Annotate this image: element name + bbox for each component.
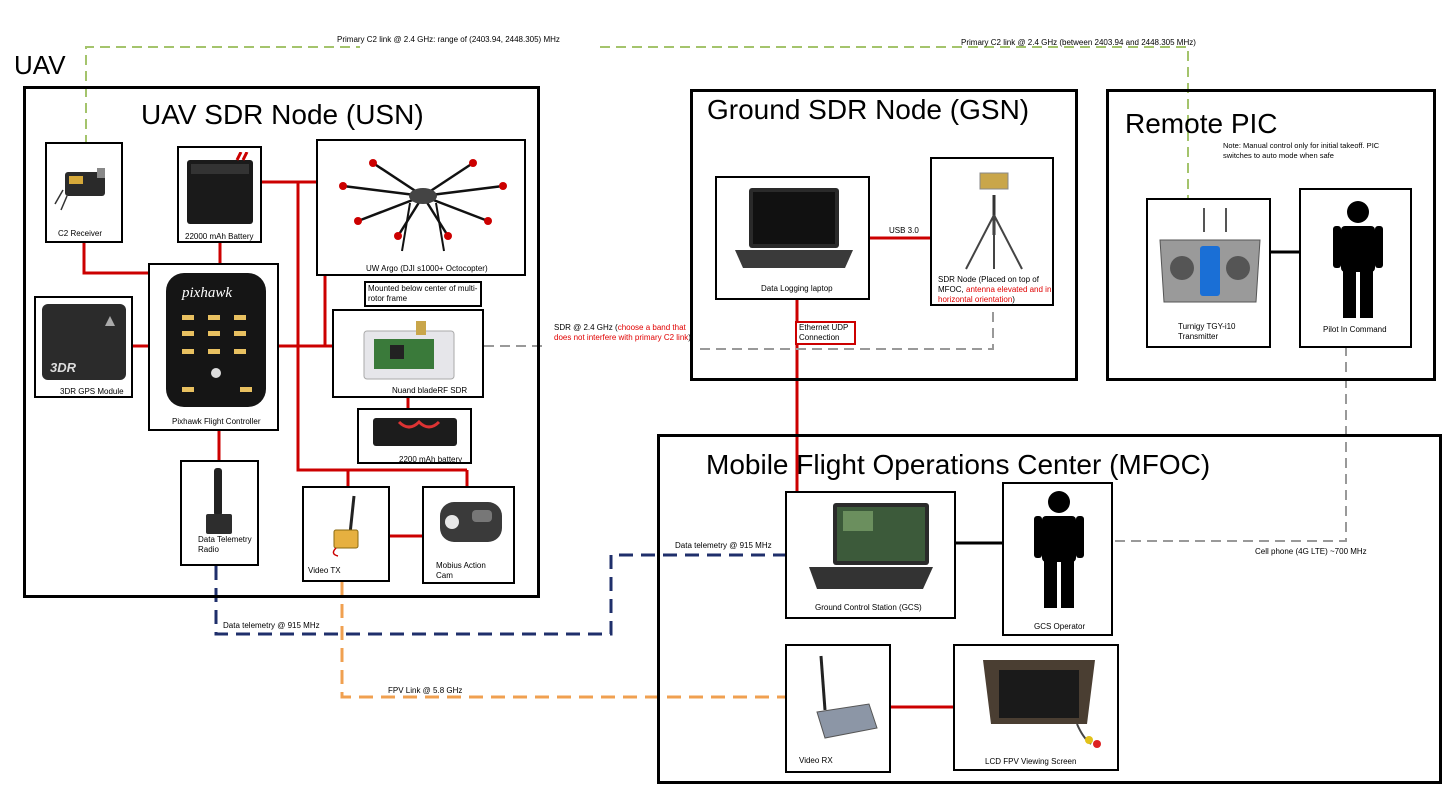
uav-title: UAV — [14, 50, 66, 80]
gsn-title: Ground SDR Node (GSN) — [707, 94, 1030, 125]
pixhawk-card: pixhawk Pixhawk Flight Controller — [148, 263, 279, 431]
telemetry-radio-label: Data Telemetry Radio — [198, 535, 252, 554]
gps-module-icon: 3DR — [42, 304, 126, 380]
person-icon — [1333, 201, 1383, 318]
bladerf-card: Nuand bladeRF SDR — [332, 309, 484, 398]
sdr-link-right — [700, 306, 994, 350]
telemetry-radio-card: Data Telemetry Radio — [180, 460, 259, 566]
battery-2200-label: 2200 mAh battery — [399, 455, 463, 464]
c2-receiver-icon — [54, 168, 105, 211]
video-tx-icon — [332, 495, 359, 557]
pilot-card: Pilot In Command — [1299, 188, 1412, 348]
bladerf-icon — [363, 321, 455, 380]
data-logging-laptop-card: Data Logging laptop — [715, 176, 870, 300]
pilot-label: Pilot In Command — [1323, 325, 1387, 334]
gps-logo: 3DR — [50, 360, 77, 375]
gcs-laptop-icon — [809, 503, 933, 589]
remote-pic-panel: Remote PIC Note: Manual control only for… — [1106, 89, 1436, 381]
telemetry-lower-label: Data telemetry @ 915 MHz — [223, 621, 320, 630]
c2-link-right-label: Primary C2 link @ 2.4 GHz (between 2403.… — [961, 38, 1196, 47]
mfoc-title: Mobile Flight Operations Center (MFOC) — [706, 449, 1211, 480]
wire-battery-bus — [296, 182, 467, 472]
video-tx-label: Video TX — [308, 566, 341, 575]
gps-label: 3DR GPS Module — [60, 387, 124, 396]
sdr-link-label: SDR @ 2.4 GHz (choose a band that does n… — [554, 323, 691, 342]
lcd-screen-icon — [983, 660, 1101, 748]
c2-link-left-label: Primary C2 link @ 2.4 GHz: range of (240… — [337, 35, 560, 44]
lcd-card: LCD FPV Viewing Screen — [953, 644, 1119, 771]
laptop-icon — [735, 188, 853, 268]
mounted-note: Mounted below center of multi-rotor fram… — [364, 281, 482, 307]
octocopter-icon — [339, 159, 507, 252]
pixhawk-logo: pixhawk — [181, 285, 232, 301]
c2-receiver-card: C2 Receiver — [45, 142, 123, 243]
usb-label: USB 3.0 — [889, 226, 919, 235]
video-rx-card: Video RX — [785, 644, 891, 773]
ethernet-label: Ethernet UDP Connection — [795, 321, 856, 345]
transmitter-icon — [1159, 208, 1261, 303]
operator-person-icon — [1034, 491, 1084, 608]
cell-link-label: Cell phone (4G LTE) ~700 MHz — [1255, 547, 1367, 556]
c2-link-top — [600, 46, 1189, 200]
cell-link — [1113, 346, 1347, 542]
battery-22000-card: 22000 mAh Battery — [177, 146, 262, 243]
octocopter-label: UW Argo (DJI s1000+ Octocopter) — [366, 264, 488, 273]
data-logging-laptop-label: Data Logging laptop — [761, 284, 833, 293]
usn-panel: UAV SDR Node (USN) — [23, 86, 540, 598]
sdr-node-label: SDR Node (Placed on top of MFOC, antenna… — [938, 275, 1052, 304]
c2-receiver-label: C2 Receiver — [58, 229, 103, 238]
fpv-link-label: FPV Link @ 5.8 GHz — [388, 686, 463, 695]
small-battery-icon — [373, 418, 457, 446]
remote-pic-note: Note: Manual control only for initial ta… — [1223, 141, 1380, 160]
gps-card: 3DR 3DR GPS Module — [34, 296, 133, 398]
transmitter-card: Turnigy TGY-i10 Transmitter — [1146, 198, 1271, 348]
video-rx-label: Video RX — [799, 756, 833, 765]
video-tx-card: Video TX — [302, 486, 390, 582]
sdr-node-card: SDR Node (Placed on top of MFOC, antenna… — [930, 157, 1054, 306]
pixhawk-icon: pixhawk — [166, 273, 266, 407]
mobius-card: Mobius Action Cam — [422, 486, 515, 584]
gsn-panel: Ground SDR Node (GSN) — [690, 89, 1078, 381]
bladerf-label: Nuand bladeRF SDR — [392, 386, 468, 395]
battery-icon — [187, 152, 253, 224]
wire-c2-pixhawk — [82, 243, 150, 275]
action-cam-icon — [440, 502, 502, 542]
battery-2200-card: 2200 mAh battery — [357, 408, 472, 464]
gcs-card: Ground Control Station (GCS) — [785, 491, 956, 619]
video-rx-icon — [816, 655, 878, 739]
pixhawk-label: Pixhawk Flight Controller — [172, 417, 261, 426]
tripod-icon — [965, 172, 1023, 270]
telemetry-link — [214, 553, 786, 636]
gcs-operator-label: GCS Operator — [1034, 622, 1086, 631]
usn-title: UAV SDR Node (USN) — [141, 99, 424, 130]
fpv-link — [340, 582, 786, 699]
remote-pic-title: Remote PIC — [1125, 108, 1278, 139]
transmitter-label: Turnigy TGY-i10 Transmitter — [1178, 322, 1236, 341]
c2-link-left — [85, 46, 360, 145]
gcs-operator-card: GCS Operator — [1002, 482, 1113, 636]
telemetry-upper-label: Data telemetry @ 915 MHz — [675, 541, 772, 550]
gcs-label: Ground Control Station (GCS) — [815, 603, 922, 612]
telemetry-radio-icon — [206, 468, 232, 534]
battery-22000-label: 22000 mAh Battery — [185, 232, 254, 241]
mfoc-panel: Mobile Flight Operations Center (MFOC) — [657, 434, 1442, 784]
lcd-label: LCD FPV Viewing Screen — [985, 757, 1077, 766]
octocopter-card: UW Argo (DJI s1000+ Octocopter) — [316, 139, 526, 276]
mobius-label: Mobius Action Cam — [436, 561, 486, 580]
